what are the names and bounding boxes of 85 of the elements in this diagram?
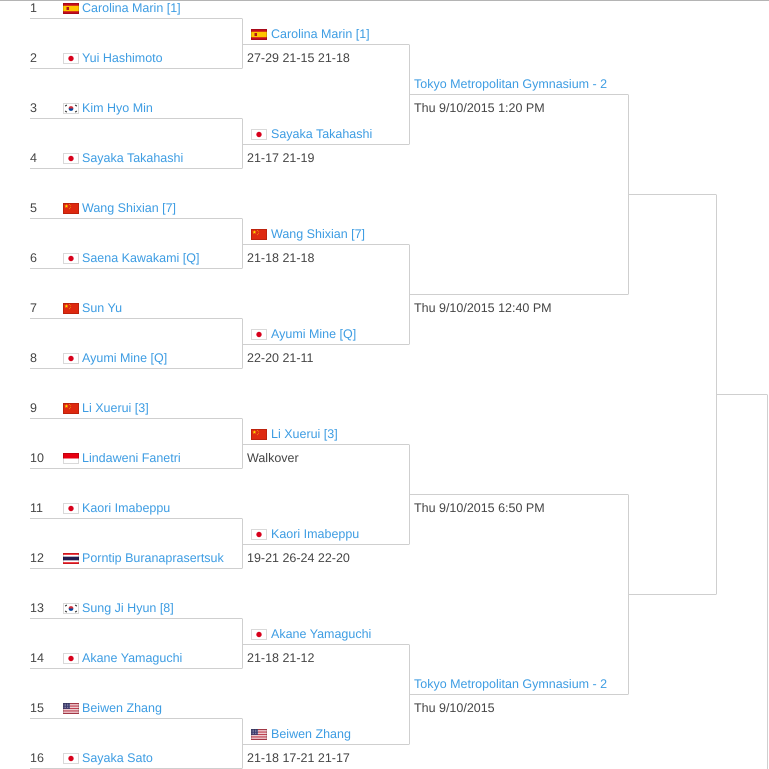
bracket-connector: [409, 244, 410, 295]
bracket-connector: [242, 344, 243, 369]
player-name: Kaori Imabeppu: [82, 500, 170, 516]
bracket-connector: [628, 494, 629, 595]
bracket-connector: [409, 694, 410, 745]
bracket-connector: [628, 594, 629, 695]
bracket-connector: [767, 394, 768, 769]
draw-number: 6: [30, 250, 37, 266]
player-name: Beiwen Zhang: [82, 700, 162, 716]
draw-number: 14: [30, 650, 44, 666]
match-score: Walkover: [247, 450, 299, 466]
player-name: Wang Shixian [7]: [82, 200, 176, 216]
bracket-connector: [409, 494, 410, 545]
bracket-connector: [242, 218, 243, 245]
bracket-connector: [242, 44, 243, 69]
draw-number: 11: [30, 500, 43, 516]
match-score: 21-18 21-18: [247, 250, 314, 266]
bracket-connector: [242, 118, 243, 145]
bracket-connector: [409, 644, 410, 695]
bracket-connector: [242, 444, 243, 469]
player-name: Sun Yu: [82, 300, 122, 316]
bracket-connector: [242, 618, 243, 645]
venue-name: Tokyo Metropolitan Gymnasium - 2: [414, 676, 608, 692]
bracket-connector: [409, 444, 410, 495]
draw-number: 16: [30, 750, 44, 766]
bracket-connector: [409, 294, 410, 345]
player-name: Kaori Imabeppu: [271, 526, 360, 542]
draw-number: 7: [30, 300, 37, 316]
player-name: Sayaka Sato: [82, 750, 153, 766]
bracket-connector: [242, 518, 243, 545]
match-time: Thu 9/10/2015 12:40 PM: [414, 300, 552, 316]
draw-number: 5: [30, 200, 37, 216]
player-name: Beiwen Zhang: [271, 726, 351, 742]
bracket-connector: [242, 718, 243, 745]
player-name: Akane Yamaguchi: [82, 650, 182, 666]
bracket-connector: [628, 94, 629, 195]
draw-number: 12: [30, 550, 44, 566]
draw-number: 1: [30, 0, 37, 16]
match-score: 21-18 21-12: [247, 650, 314, 666]
bracket-connector: [242, 418, 243, 445]
draw-number: 9: [30, 400, 37, 416]
bracket-connector: [716, 194, 717, 395]
player-name: Carolina Marin [1]: [271, 26, 370, 42]
match-score: 21-18 17-21 21-17: [247, 750, 350, 766]
player-name: Yui Hashimoto: [82, 50, 163, 66]
draw-number: 3: [30, 100, 37, 116]
bracket-connector: [242, 644, 243, 669]
player-name: Lindaweni Fanetri: [82, 450, 181, 466]
bracket-connector: [242, 144, 243, 169]
draw-number: 10: [30, 450, 44, 466]
draw-number: 13: [30, 600, 44, 616]
bracket-connector: [242, 18, 243, 45]
draw-number: 15: [30, 700, 44, 716]
match-time: Thu 9/10/2015 1:20 PM: [414, 100, 545, 116]
match-time: Thu 9/10/2015 6:50 PM: [414, 500, 545, 516]
player-name: Li Xuerui [3]: [82, 400, 149, 416]
draw-number: 8: [30, 350, 37, 366]
bracket-connector: [409, 44, 410, 95]
player-name: Ayumi Mine [Q]: [82, 350, 168, 366]
player-name: Kim Hyo Min: [82, 100, 153, 116]
player-name: Sayaka Takahashi: [82, 150, 184, 166]
player-name: Sayaka Takahashi: [271, 126, 372, 142]
player-name: Li Xuerui [3]: [271, 426, 338, 442]
bracket-connector: [242, 244, 243, 269]
player-name: Ayumi Mine [Q]: [271, 326, 356, 342]
match-score: 27-29 21-15 21-18: [247, 50, 350, 66]
bracket-connector: [242, 544, 243, 569]
draw-number: 4: [30, 150, 37, 166]
player-name: Carolina Marin [1]: [82, 0, 181, 16]
match-score: 19-21 26-24 22-20: [247, 550, 350, 566]
match-score: 22-20 21-11: [247, 350, 314, 366]
player-name: Saena Kawakami [Q]: [82, 250, 200, 266]
player-name: Sung Ji Hyun [8]: [82, 600, 174, 616]
player-name: Porntip Buranaprasertsuk: [82, 550, 224, 566]
bracket-connector: [716, 394, 717, 595]
player-name: Wang Shixian [7]: [271, 226, 366, 242]
player-name: Akane Yamaguchi: [271, 626, 372, 642]
bracket-connector: [409, 94, 410, 145]
venue-name: Tokyo Metropolitan Gymnasium - 2: [414, 76, 608, 92]
match-score: 21-17 21-19: [247, 150, 314, 166]
match-time: Thu 9/10/2015: [414, 700, 495, 716]
bracket-connector: [242, 318, 243, 345]
draw-number: 2: [30, 50, 37, 66]
bracket-connector: [628, 194, 629, 295]
bracket-connector: [242, 744, 243, 769]
